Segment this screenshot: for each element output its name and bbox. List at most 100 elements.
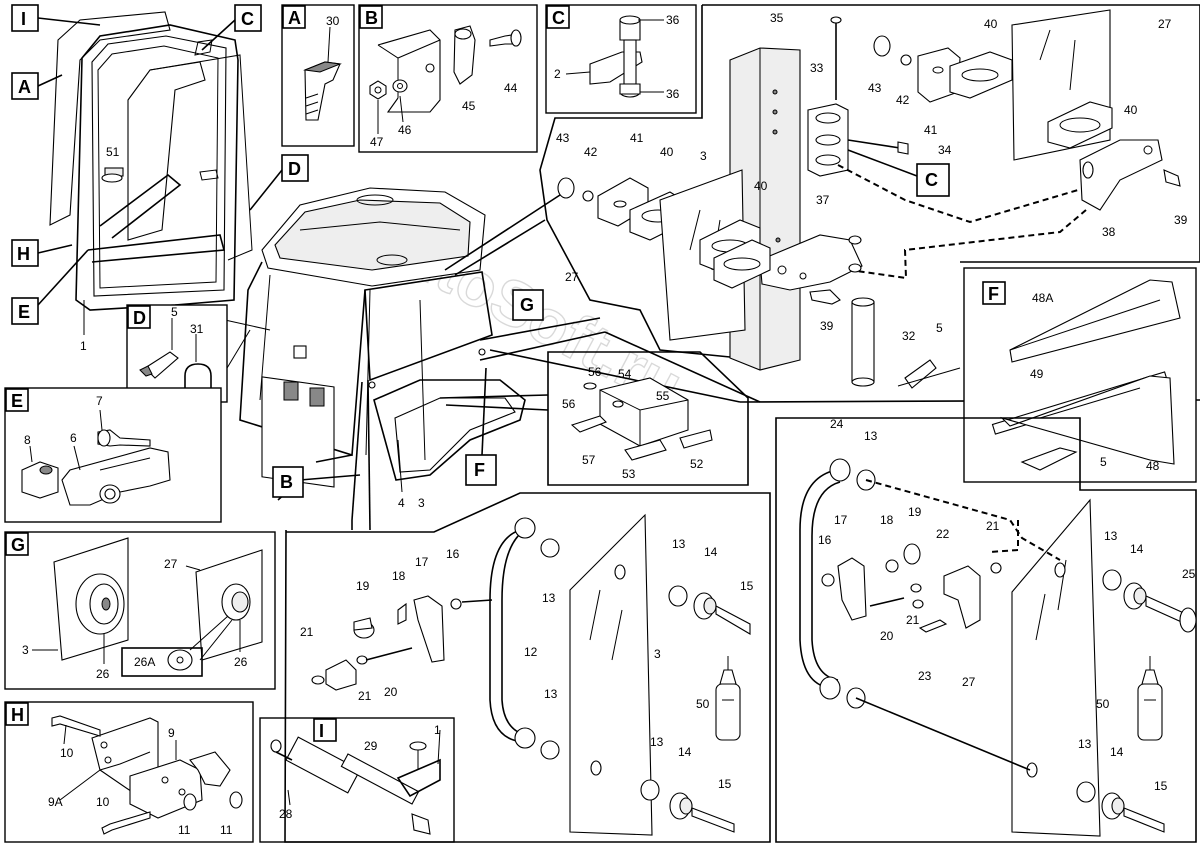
panel-b-tag: B bbox=[365, 8, 378, 28]
part-label-9: 9 bbox=[168, 726, 175, 740]
part-label-21c: 21 bbox=[986, 519, 1000, 533]
callout-b: B bbox=[280, 472, 293, 492]
part-label-11b: 11 bbox=[220, 823, 233, 837]
part-label-15a: 15 bbox=[740, 579, 754, 593]
part-label-31: 31 bbox=[190, 322, 204, 336]
part-label-18b: 18 bbox=[880, 513, 894, 527]
part-label-4: 4 bbox=[398, 496, 405, 510]
callout-g: G bbox=[520, 295, 534, 315]
part-label-56a: 56 bbox=[588, 365, 602, 379]
part-label-13g: 13 bbox=[1078, 737, 1092, 751]
panel-c-tag: C bbox=[552, 8, 565, 28]
part-label-1b: 1 bbox=[434, 723, 441, 737]
door-glass-panel-lower bbox=[284, 492, 771, 843]
panel-h-box: H bbox=[4, 701, 254, 843]
part-label-15c: 15 bbox=[1154, 779, 1168, 793]
part-label-10b: 10 bbox=[96, 795, 110, 809]
part-label-3a: 3 bbox=[700, 149, 707, 163]
part-label-13d: 13 bbox=[650, 735, 664, 749]
part-label-14c: 14 bbox=[1130, 542, 1144, 556]
part-label-21b: 21 bbox=[358, 689, 372, 703]
door-overview bbox=[49, 11, 253, 335]
part-label-2: 2 bbox=[554, 67, 561, 81]
panel-a-tag: A bbox=[288, 8, 301, 28]
part-label-13a: 13 bbox=[542, 591, 556, 605]
part-label-41b: 41 bbox=[630, 131, 644, 145]
panel-e-tag: E bbox=[11, 391, 23, 411]
part-label-12: 12 bbox=[524, 645, 538, 659]
part-label-18a: 18 bbox=[392, 569, 406, 583]
part-label-51: 51 bbox=[106, 145, 120, 159]
part-label-27a: 27 bbox=[1158, 17, 1172, 31]
part-label-3c: 3 bbox=[22, 643, 29, 657]
part-label-30: 30 bbox=[326, 14, 340, 28]
part-label-28: 28 bbox=[279, 807, 293, 821]
panel-b-box: B bbox=[358, 4, 538, 153]
part-label-16a: 16 bbox=[446, 547, 460, 561]
part-label-53: 53 bbox=[622, 467, 636, 481]
part-label-11a: 11 bbox=[178, 823, 191, 837]
part-label-40b: 40 bbox=[1124, 103, 1138, 117]
cab-body bbox=[239, 187, 526, 493]
part-label-36a: 36 bbox=[666, 13, 680, 27]
panel-i-tag: I bbox=[319, 721, 324, 741]
part-label-17b: 17 bbox=[834, 513, 848, 527]
part-label-50b: 50 bbox=[1096, 697, 1110, 711]
part-label-52: 52 bbox=[690, 457, 704, 471]
part-label-3b: 3 bbox=[418, 496, 425, 510]
part-label-39a: 39 bbox=[1174, 213, 1188, 227]
part-label-21d: 21 bbox=[906, 613, 920, 627]
part-label-14b: 14 bbox=[678, 745, 692, 759]
part-label-23: 23 bbox=[918, 669, 932, 683]
panel-d-box: D bbox=[126, 304, 228, 403]
part-label-36b: 36 bbox=[666, 87, 680, 101]
part-label-45: 45 bbox=[462, 99, 476, 113]
part-label-43a: 43 bbox=[868, 81, 882, 95]
part-label-42b: 42 bbox=[584, 145, 598, 159]
part-label-10a: 10 bbox=[60, 746, 74, 760]
part-label-26a: 26 bbox=[96, 667, 110, 681]
part-label-20b: 20 bbox=[880, 629, 894, 643]
panel-f-tag: F bbox=[988, 284, 999, 304]
part-label-19a: 19 bbox=[356, 579, 370, 593]
part-label-34: 34 bbox=[938, 143, 952, 157]
callout-e: E bbox=[18, 302, 30, 322]
hinge-assembly-top-right bbox=[539, 4, 1200, 389]
part-label-40d: 40 bbox=[754, 179, 768, 193]
part-label-13c: 13 bbox=[544, 687, 558, 701]
door-glass-panel-right bbox=[775, 417, 1197, 843]
part-label-13e: 13 bbox=[864, 429, 878, 443]
callout-a: A bbox=[18, 77, 31, 97]
panel-h-tag: H bbox=[11, 705, 24, 725]
part-label-57: 57 bbox=[582, 453, 596, 467]
panel-g-tag: G bbox=[11, 535, 25, 555]
part-label-40a: 40 bbox=[984, 17, 998, 31]
part-label-8: 8 bbox=[24, 433, 31, 447]
part-label-42a: 42 bbox=[896, 93, 910, 107]
latch-hardware-box bbox=[547, 351, 749, 486]
part-label-22: 22 bbox=[936, 527, 950, 541]
part-label-13b: 13 bbox=[672, 537, 686, 551]
part-label-33: 33 bbox=[810, 61, 824, 75]
part-label-44: 44 bbox=[504, 81, 518, 95]
panel-e-box: E bbox=[4, 387, 222, 523]
part-label-41a: 41 bbox=[924, 123, 938, 137]
callout-i: I bbox=[21, 9, 26, 29]
part-label-17a: 17 bbox=[415, 555, 429, 569]
part-label-32: 32 bbox=[902, 329, 916, 343]
part-label-9A: 9A bbox=[48, 795, 63, 809]
part-label-38: 38 bbox=[1102, 225, 1116, 239]
part-label-14d: 14 bbox=[1110, 745, 1124, 759]
part-label-6: 6 bbox=[70, 431, 77, 445]
part-label-19b: 19 bbox=[908, 505, 922, 519]
part-label-50a: 50 bbox=[696, 697, 710, 711]
part-label-46: 46 bbox=[398, 123, 412, 137]
part-label-3d: 3 bbox=[654, 647, 661, 661]
callout-tags: I C A D H E G B F C bbox=[11, 4, 950, 498]
part-label-5b: 5 bbox=[171, 305, 178, 319]
callout-c2: C bbox=[925, 170, 938, 190]
part-labels: 1513044454647363623533434241404027344342… bbox=[22, 11, 1196, 837]
panel-d-tag: D bbox=[133, 308, 146, 328]
